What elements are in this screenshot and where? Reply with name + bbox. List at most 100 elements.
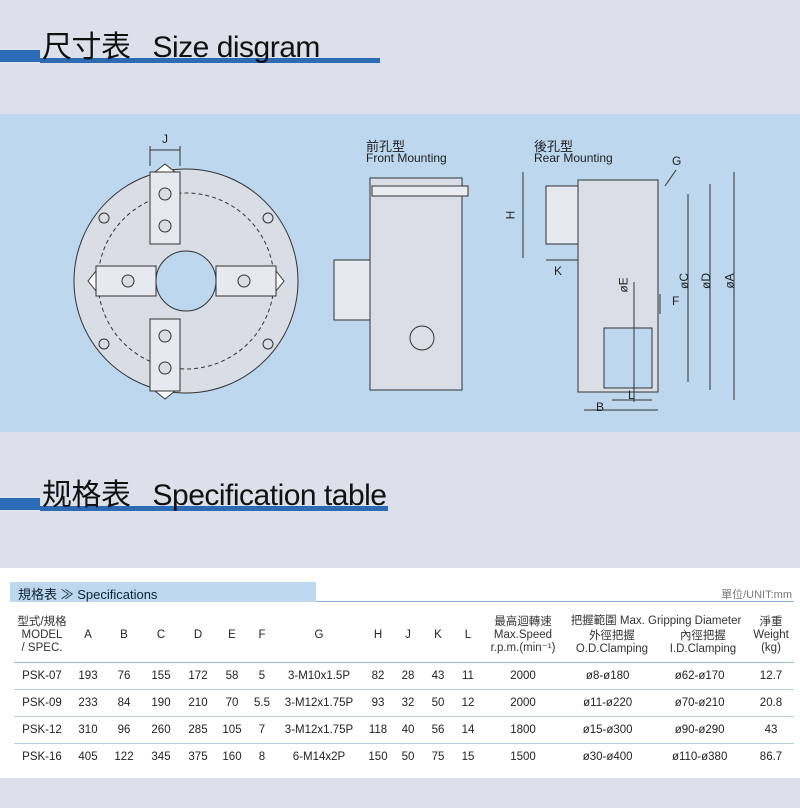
jaw-top (149, 171, 181, 245)
table-cell: 5.5 (248, 689, 276, 717)
table-cell: 2000 (482, 662, 564, 690)
jaw-screw-6 (237, 274, 251, 288)
col-l: L (454, 608, 482, 663)
col-a: A (70, 608, 106, 663)
spec-header-line (316, 601, 794, 602)
table-cell: 310 (70, 716, 106, 744)
table-cell: 14 (454, 716, 482, 744)
table-cell: 15 (461, 751, 475, 763)
rear-side-jaw (545, 185, 579, 245)
table-cell: 12 (454, 689, 482, 717)
jaw-screw-5 (121, 274, 135, 288)
jaw-tip-left (87, 269, 97, 293)
table-cell: 3-M12x1.75P (276, 716, 362, 744)
jaw-tip-bottom (153, 390, 177, 400)
table-cell: 210 (180, 689, 216, 717)
table-cell: 3-M12x1.75P (276, 689, 362, 717)
dim-label-b: B (596, 400, 605, 414)
dim-label-a: øA (722, 273, 737, 289)
unit-label: 單位/UNIT:mm (721, 589, 792, 601)
table-cell: PSK-09 (14, 689, 70, 717)
table-cell: 193 (70, 662, 106, 690)
table-cell: 160 (222, 751, 242, 763)
table-cell: 6-M14x2P (292, 751, 346, 763)
rear-mounting-label-en: Rear Mounting (534, 151, 613, 165)
table-cell: ø8-ø180 (564, 662, 652, 690)
dim-label-l: L (628, 388, 635, 402)
jaw-screw-4 (158, 361, 172, 375)
table-cell: 56 (422, 716, 454, 744)
front-mounting-label-en: Front Mounting (366, 151, 447, 165)
mount-hole-2 (262, 212, 274, 224)
table-cell: 84 (106, 689, 142, 717)
table-cell: 96 (106, 716, 142, 744)
table-cell: ø15-ø300 (564, 716, 652, 744)
jaw-screw-3 (158, 329, 172, 343)
col-c: C (142, 608, 180, 663)
dim-label-h: H (503, 210, 518, 220)
col-j: J (394, 608, 422, 663)
table-cell: 58 (216, 662, 248, 690)
heading-underline (40, 506, 388, 511)
table-cell: PSK-16 (22, 751, 62, 763)
table-cell: ø30-ø400 (582, 751, 633, 763)
table-cell: ø11-ø220 (564, 689, 652, 717)
table-cell: 8 (258, 751, 266, 763)
col-b: B (106, 608, 142, 663)
jaw-tip-right (275, 269, 285, 293)
table-cell: 285 (180, 716, 216, 744)
size-diagram: J 前孔型 Front Mounting 後孔型 Rear Mounting G… (0, 114, 800, 432)
front-mounting-label-cn: 前孔型 (366, 139, 406, 154)
table-cell: 190 (142, 689, 180, 717)
table-cell: 405 (78, 751, 98, 763)
dim-label-c: øC (677, 273, 691, 289)
table-cell: 93 (362, 689, 394, 717)
front-side-body (369, 177, 463, 391)
table-cell: ø70-ø210 (651, 689, 748, 717)
table-cell: 122 (114, 751, 134, 763)
dim-label-e: øE (616, 277, 631, 293)
front-side-jaw (333, 259, 371, 321)
spec-header-tab: 規格表 ≫ Specifications (10, 582, 316, 602)
front-side-hole (409, 325, 435, 351)
table-cell: 76 (106, 662, 142, 690)
jaw-screw-1 (158, 187, 172, 201)
table-cell: PSK-07 (14, 662, 70, 690)
table-cell: 75 (431, 751, 445, 763)
heading-accent-block (0, 50, 40, 62)
table-cell: 43 (422, 662, 454, 690)
col-e: E (216, 608, 248, 663)
table-cell: 233 (70, 689, 106, 717)
table-cell: 3-M10x1.5P (276, 662, 362, 690)
table-cell: ø90-ø290 (651, 716, 748, 744)
table-cell: 105 (216, 716, 248, 744)
table-cell: 12.7 (748, 662, 794, 690)
table-cell: 1500 (510, 751, 536, 763)
table-cell: 150 (368, 751, 388, 763)
table-cell: 20.8 (748, 689, 794, 717)
table-cell: 70 (216, 689, 248, 717)
col-d: D (180, 608, 216, 663)
mount-hole-4 (98, 338, 110, 350)
table-cell: 50 (422, 689, 454, 717)
dim-label-g: G (672, 154, 682, 168)
table-cell: 82 (362, 662, 394, 690)
table-cell: 5 (248, 662, 276, 690)
table-cell: 43 (748, 716, 794, 744)
table-cell: 50 (401, 751, 415, 763)
table-cell: 7 (248, 716, 276, 744)
col-g: G (276, 608, 362, 663)
chuck-drawing (73, 146, 735, 411)
table-cell: 118 (362, 716, 394, 744)
dim-label-k: K (554, 264, 563, 278)
